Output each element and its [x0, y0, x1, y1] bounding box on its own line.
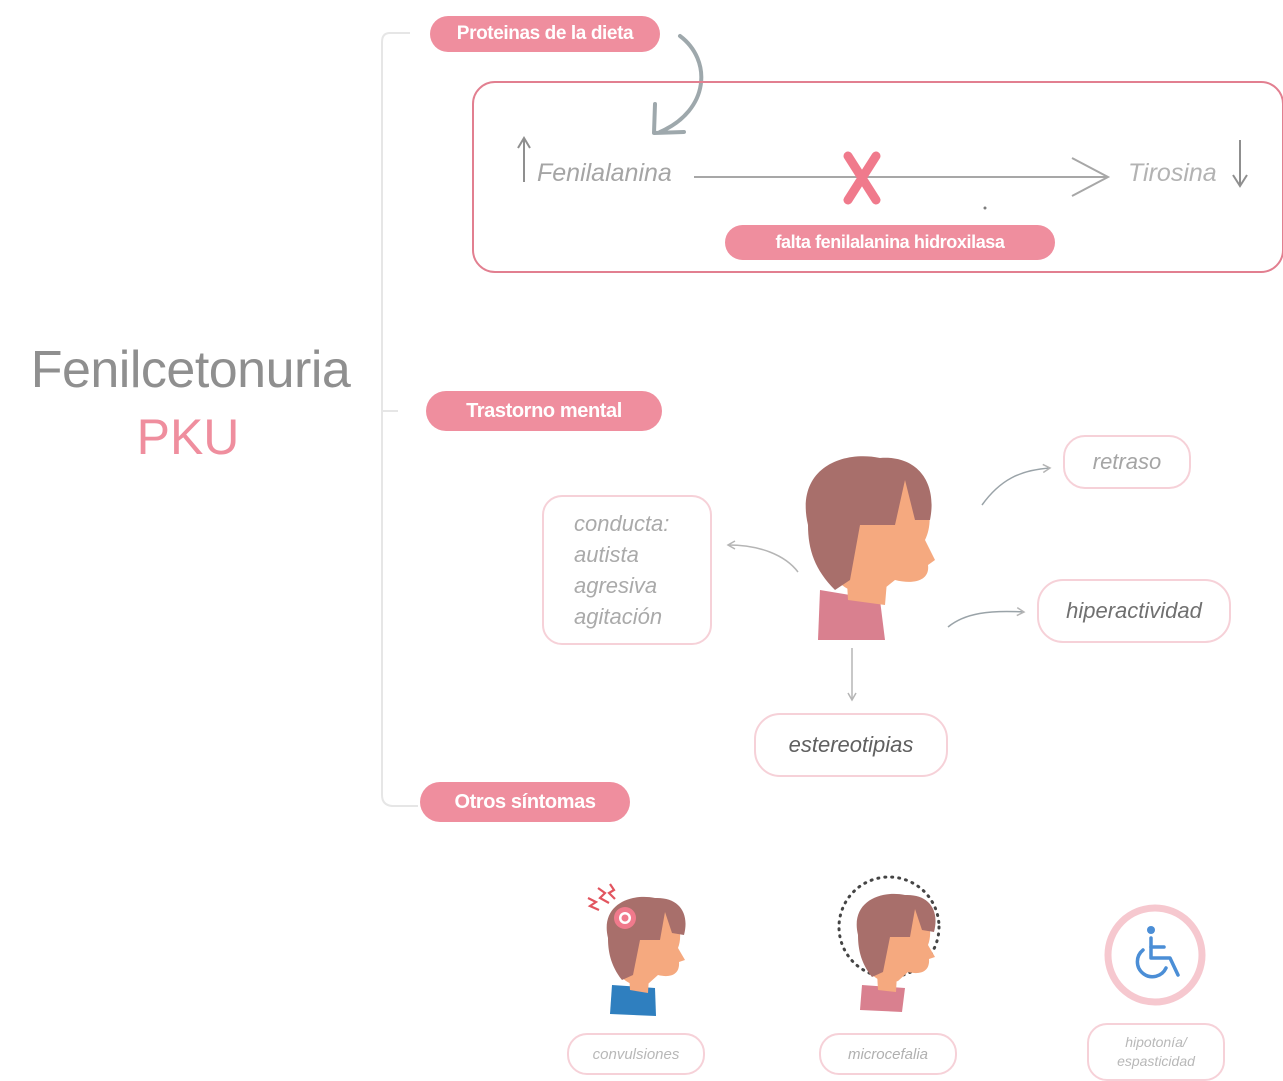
microcefalia-label: microcefalia: [819, 1033, 957, 1075]
section-diet-pill: Proteinas de la dieta: [430, 16, 660, 52]
blocked-x-icon: [843, 151, 881, 205]
estereotipias-bubble: estereotipias: [754, 713, 948, 777]
convulsion-head-icon: [606, 896, 686, 1016]
brace-bracket: [381, 32, 418, 807]
retraso-bubble: retraso: [1063, 435, 1191, 489]
microcephaly-head-icon: [837, 875, 941, 1012]
pain-spark-icon: [587, 883, 616, 912]
pathway-from-label: Fenilalanina: [537, 159, 672, 187]
conduct-line-3: agresiva: [574, 573, 658, 598]
arrow-to-conducta: [726, 540, 799, 573]
arrow-to-hiperactividad: [947, 606, 1026, 628]
head-profile-icon: [805, 456, 935, 640]
down-arrow-icon: [1232, 140, 1248, 188]
up-arrow-icon: [517, 136, 531, 182]
pathway-box: [472, 81, 1283, 273]
convulsiones-label: convulsiones: [567, 1033, 705, 1075]
conduct-box: conducta: autista agresiva agitación: [542, 495, 712, 645]
section-other-pill: Otros síntomas: [420, 782, 630, 822]
hiperactividad-bubble: hiperactividad: [1037, 579, 1231, 643]
pathway-to-label: Tirosina: [1128, 159, 1217, 187]
hipotonia-label: hipotonía/ espasticidad: [1087, 1023, 1225, 1081]
section-mental-pill: Trastorno mental: [426, 391, 662, 431]
page-subtitle: PKU: [136, 409, 240, 465]
conduct-line-2: autista: [574, 542, 639, 567]
conduct-line-1: conducta:: [574, 511, 670, 536]
arrow-to-retraso: [981, 463, 1052, 506]
reaction-arrow: [694, 157, 1111, 197]
diet-curved-arrow: [652, 34, 704, 135]
hipotonia-line-2: espasticidad: [1117, 1053, 1195, 1069]
page-title: Fenilcetonuria: [30, 341, 351, 399]
enzyme-label-pill: falta fenilalanina hidroxilasa: [725, 225, 1055, 260]
conduct-line-4: agitación: [574, 604, 663, 629]
hipotonia-line-1: hipotonía/: [1125, 1034, 1187, 1050]
wheelchair-icon: [1104, 904, 1206, 1006]
